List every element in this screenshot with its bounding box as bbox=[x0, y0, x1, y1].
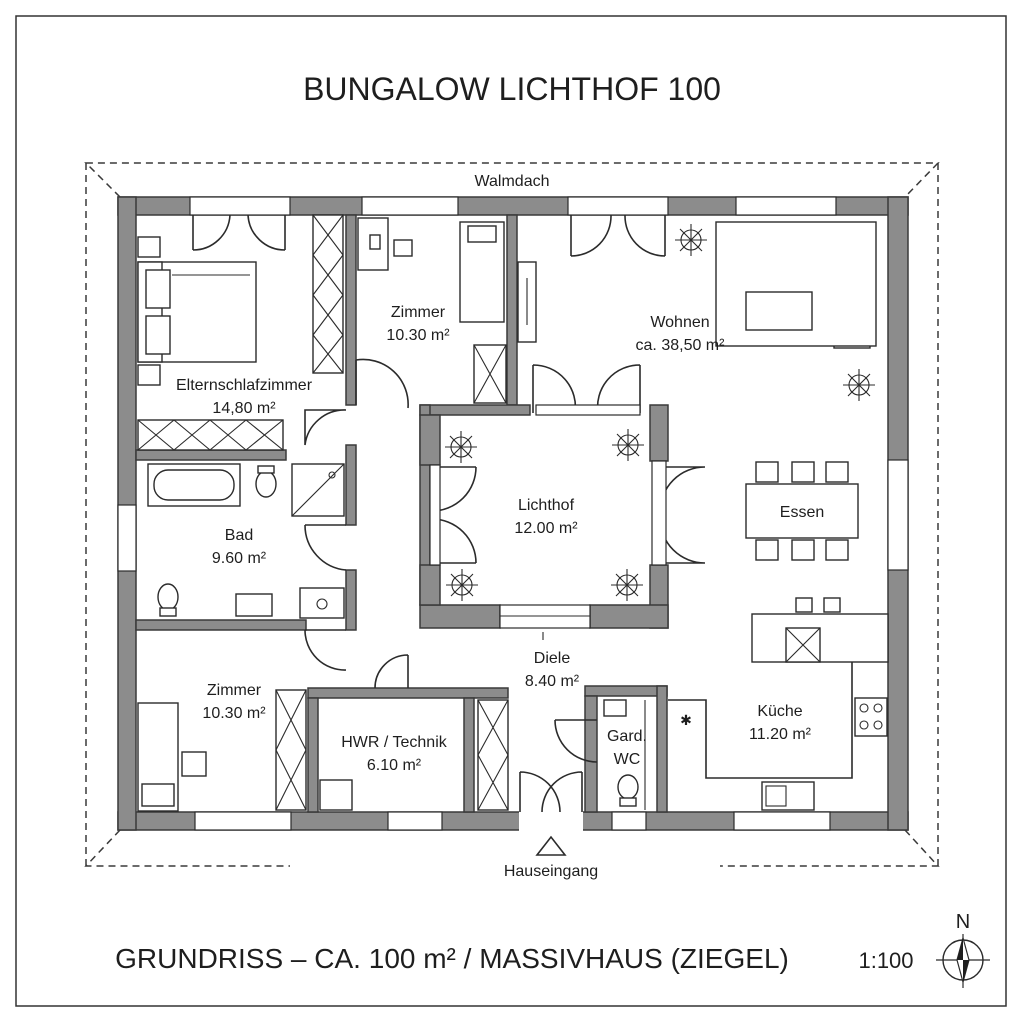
interior-walls bbox=[135, 214, 669, 813]
hwr-fixtures bbox=[319, 632, 646, 811]
bed-double bbox=[137, 236, 257, 386]
room-wc-name-2: WC bbox=[614, 751, 641, 768]
plan-title: BUNGALOW LICHTHOF 100 bbox=[303, 71, 721, 107]
sofa bbox=[517, 221, 877, 349]
room-hwr-area: 6.10 m² bbox=[367, 757, 422, 774]
north-label: N bbox=[956, 911, 970, 933]
sheet-border bbox=[15, 15, 1007, 1007]
room-eltern-area: 14,80 m² bbox=[212, 400, 276, 417]
room-kueche-area: 11.20 m² bbox=[749, 726, 812, 743]
room-eltern-name: Elternschlafzimmer bbox=[176, 377, 313, 394]
svg-text:✱: ✱ bbox=[680, 712, 692, 728]
room-bad-area: 9.60 m² bbox=[212, 550, 267, 567]
room-zimmer-bottom-area: 10.30 m² bbox=[202, 705, 266, 722]
room-wohnen-name: Wohnen bbox=[650, 314, 709, 331]
room-diele-name: Diele bbox=[534, 650, 571, 667]
room-lichthof-area: 12.00 m² bbox=[514, 520, 578, 537]
doors bbox=[192, 214, 706, 813]
wardrobe-eltern bbox=[137, 214, 344, 451]
footer-text: GRUNDRISS – CA. 100 m² / MASSIVHAUS (ZIE… bbox=[115, 943, 789, 974]
scale-label: 1:100 bbox=[858, 948, 913, 973]
kitchen-counter: ✱ bbox=[668, 597, 889, 811]
north-arrow-icon bbox=[936, 934, 990, 988]
roof-label: Walmdach bbox=[475, 173, 550, 190]
entrance-label: Hauseingang bbox=[504, 863, 598, 880]
bath-fixtures bbox=[147, 463, 345, 619]
room-lichthof-name: Lichthof bbox=[518, 497, 575, 514]
room-wohnen-area: ca. 38,50 m² bbox=[636, 337, 726, 354]
room-hwr-name: HWR / Technik bbox=[341, 734, 448, 751]
plant-icon bbox=[445, 224, 875, 601]
room-zimmer-top-name: Zimmer bbox=[391, 304, 446, 321]
room-bad-name: Bad bbox=[225, 527, 253, 544]
windows bbox=[117, 196, 909, 832]
room-diele-area: 8.40 m² bbox=[525, 673, 580, 690]
room-essen-name: Essen bbox=[780, 504, 824, 521]
room-zimmer-bottom-name: Zimmer bbox=[207, 682, 262, 699]
roof-outline bbox=[84, 162, 940, 867]
room-zimmer-top-area: 10.30 m² bbox=[386, 327, 450, 344]
room-kueche-name: Küche bbox=[757, 703, 802, 720]
entrance-arrow-icon bbox=[535, 835, 567, 856]
desk-zimmer-top bbox=[357, 217, 507, 404]
dining-table bbox=[745, 461, 859, 561]
desk-zimmer-bottom bbox=[137, 689, 307, 812]
room-wc-name: Gard. bbox=[607, 728, 647, 745]
